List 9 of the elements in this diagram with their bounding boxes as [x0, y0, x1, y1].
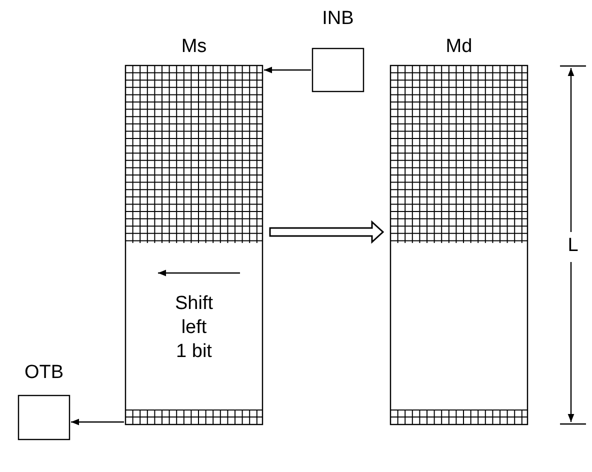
arrow: [71, 418, 124, 426]
arrow: [264, 66, 311, 74]
shift-note: Shift left 1 bit: [174, 292, 214, 364]
memory-label: Md: [446, 36, 472, 58]
buffer-label: OTB: [24, 362, 64, 384]
memory-label: Ms: [181, 36, 207, 58]
dimension-label: L: [566, 234, 580, 258]
hollow-arrow: [269, 220, 384, 244]
buffer-label: INB: [322, 8, 354, 30]
